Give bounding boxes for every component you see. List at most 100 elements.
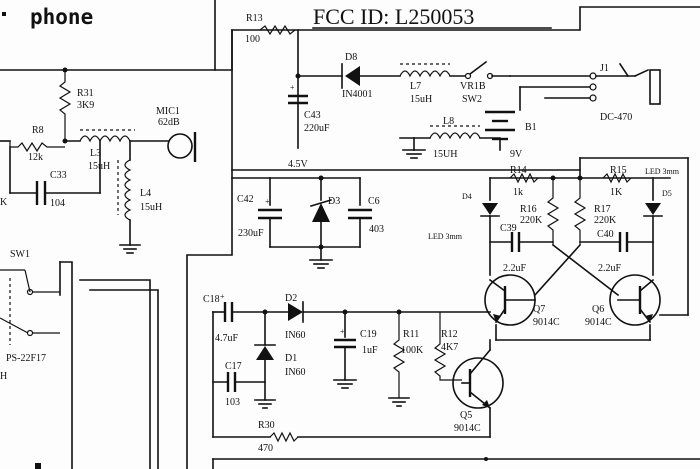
svg-text:230uF: 230uF — [238, 228, 264, 239]
svg-text:C43: C43 — [304, 110, 321, 121]
svg-text:R15: R15 — [610, 165, 627, 176]
diode-d8: D8 IN4001 — [341, 52, 401, 100]
capacitor-c33: C33 104 — [9, 140, 101, 209]
svg-text:PS-22F17: PS-22F17 — [6, 353, 46, 364]
svg-text:L8: L8 — [443, 116, 454, 127]
cross-wire-b — [533, 243, 582, 297]
capacitor-c42: + C42 230uF — [237, 177, 282, 248]
inductor-l4: L4 15uH — [117, 159, 162, 254]
resistor-r11: R11 100K — [388, 312, 424, 407]
resistor-r30: R30 470 — [212, 420, 491, 454]
svg-text:L7: L7 — [410, 81, 421, 92]
transistor-q5: Q5 9014C — [452, 339, 504, 438]
bottom-mark — [35, 463, 41, 469]
svg-text:C39: C39 — [500, 223, 517, 234]
svg-text:9014C: 9014C — [454, 423, 481, 434]
brand-text: phone — [30, 5, 93, 29]
svg-text:2.2uF: 2.2uF — [598, 263, 622, 274]
svg-text:220K: 220K — [594, 215, 617, 226]
svg-text:VR1B: VR1B — [460, 81, 486, 92]
svg-text:DC-470: DC-470 — [600, 112, 632, 123]
svg-text:C42: C42 — [237, 194, 254, 205]
capacitor-c39: C39 2.2uF — [489, 223, 554, 274]
svg-text:IN60: IN60 — [285, 330, 306, 341]
svg-text:15uH: 15uH — [140, 202, 162, 213]
svg-text:15uH: 15uH — [410, 94, 432, 105]
fcc-id-text: FCC ID: L250053 — [313, 4, 474, 29]
svg-text:Q5: Q5 — [460, 410, 472, 421]
svg-text:D1: D1 — [285, 353, 297, 364]
transistor-q7: Q7 9014C — [484, 274, 560, 328]
svg-text:R13: R13 — [246, 13, 263, 24]
zener-d3: D3 — [310, 175, 340, 248]
resistor-r31: R31 3K9 — [58, 70, 94, 140]
diode-d1: D1 IN60 — [254, 311, 306, 401]
svg-text:9014C: 9014C — [533, 317, 560, 328]
svg-text:D2: D2 — [285, 293, 297, 304]
svg-text:D3: D3 — [328, 196, 340, 207]
svg-text:SW1: SW1 — [10, 249, 30, 260]
svg-text:D5: D5 — [662, 189, 672, 198]
svg-text:LED 3mm: LED 3mm — [428, 232, 463, 241]
svg-text:SW2: SW2 — [462, 94, 482, 105]
svg-text:R31: R31 — [77, 88, 94, 99]
resistor-r17: R17 220K — [573, 178, 617, 245]
svg-text:C40: C40 — [597, 229, 614, 240]
svg-text:R8: R8 — [32, 125, 44, 136]
capacitor-c40: C40 2.2uF — [579, 229, 654, 274]
capacitor-c18: + C18 4.7uF — [203, 292, 289, 344]
svg-text:100K: 100K — [401, 345, 424, 356]
svg-text:220uF: 220uF — [304, 123, 330, 134]
svg-text:220K: 220K — [520, 215, 543, 226]
svg-text:1uF: 1uF — [362, 345, 378, 356]
capacitor-c17: C17 103 — [212, 361, 266, 408]
svg-text:9014C: 9014C — [585, 317, 612, 328]
svg-text:104: 104 — [50, 198, 65, 209]
svg-text:R30: R30 — [258, 420, 275, 431]
net-4v5-label: 4.5V — [288, 159, 309, 170]
diode-d2: D2 IN60 — [285, 293, 491, 341]
switch-vr1b: VR1B SW2 — [460, 60, 511, 105]
led-d4: D4 LED 3mm — [428, 177, 500, 276]
capacitor-c6: C6 403 — [348, 177, 384, 248]
svg-text:15uH: 15uH — [88, 161, 110, 172]
transistor-q6: Q6 9014C — [585, 274, 661, 328]
net-k-label: K — [0, 197, 8, 208]
battery-b1: B1 — [485, 110, 537, 151]
switch-sw1: SW1 PS-22F17 — [0, 249, 60, 364]
svg-text:R16: R16 — [520, 204, 537, 215]
microphone-mic1: MIC1 62dB — [156, 106, 197, 162]
svg-text:R11: R11 — [403, 329, 419, 340]
resistor-r13: R13 100 — [245, 13, 296, 45]
svg-text:1K: 1K — [610, 187, 623, 198]
svg-text:Q7: Q7 — [533, 304, 545, 315]
svg-text:12k: 12k — [28, 152, 43, 163]
svg-text:+: + — [265, 197, 270, 206]
cross-wire-a — [551, 243, 620, 297]
net-h-label: H — [0, 371, 7, 382]
net-9v-label: 9V — [510, 149, 523, 160]
inductor-l3: L3 15uH — [64, 129, 169, 172]
svg-text:C6: C6 — [368, 196, 380, 207]
inductor-l7: L7 15uH — [399, 63, 466, 105]
svg-text:3K9: 3K9 — [77, 100, 94, 111]
svg-text:+: + — [220, 292, 225, 301]
svg-text:C18: C18 — [203, 294, 220, 305]
capacitor-c19: + C19 1uF — [333, 311, 378, 389]
inductor-l8: L8 15UH — [399, 116, 501, 160]
svg-text:R14: R14 — [510, 165, 527, 176]
svg-text:L3: L3 — [90, 148, 101, 159]
svg-text:L4: L4 — [140, 188, 151, 199]
svg-text:D4: D4 — [462, 192, 472, 201]
svg-text:470: 470 — [258, 443, 273, 454]
capacitor-c43: + C43 220uF — [288, 83, 330, 134]
resistor-r12: R12 4K7 — [433, 312, 462, 381]
svg-text:C33: C33 — [50, 170, 67, 181]
svg-text:C17: C17 — [225, 361, 242, 372]
svg-text:100: 100 — [245, 34, 260, 45]
resistor-r14: R14 1k — [509, 165, 539, 198]
svg-text:IN60: IN60 — [285, 367, 306, 378]
svg-text:+: + — [290, 83, 295, 92]
